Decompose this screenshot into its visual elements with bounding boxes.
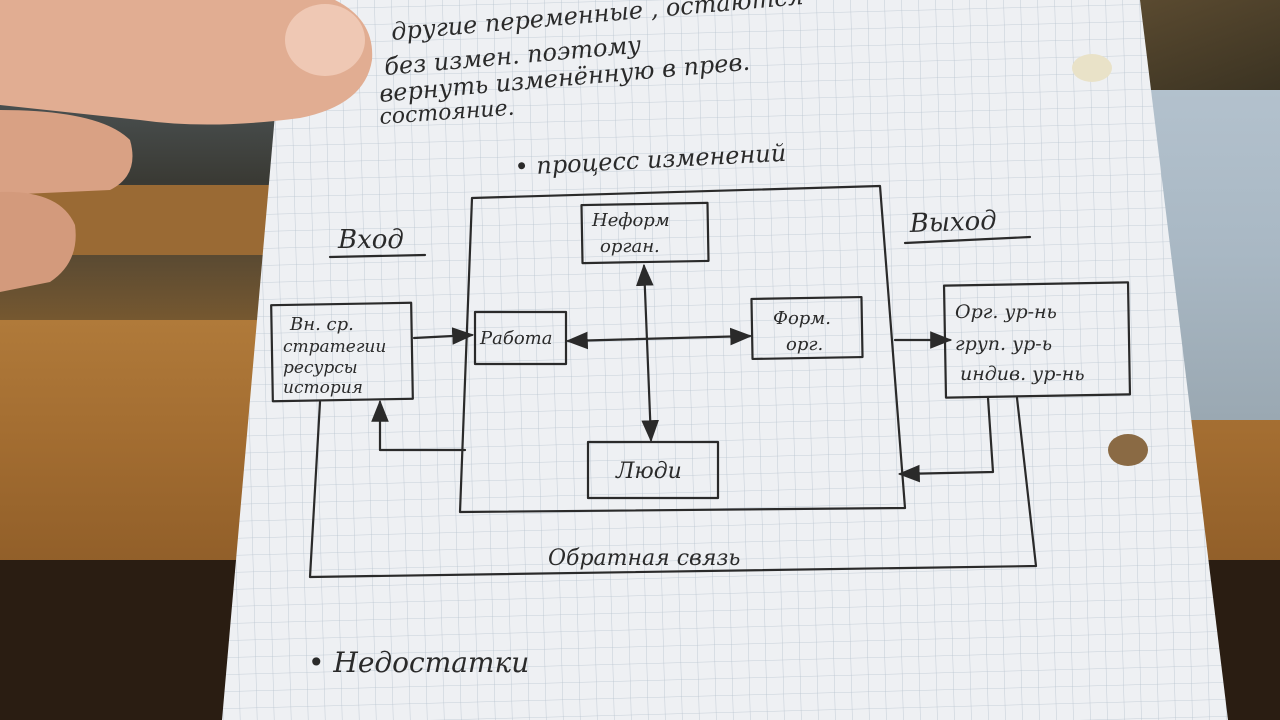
output-feedback-arrow bbox=[897, 396, 995, 483]
right-box-line-3: индив. ур-нь bbox=[960, 363, 1085, 385]
informal-people-arrow bbox=[636, 263, 659, 443]
bottom-heading: • Недостатки bbox=[308, 646, 529, 679]
left-box-line-4: история bbox=[283, 378, 363, 398]
right-box-line-1: Орг. ур-нь bbox=[955, 301, 1057, 323]
background-person-hair bbox=[1140, 0, 1280, 90]
left-box-line-3: ресурсы bbox=[283, 358, 358, 378]
output-label: Выход bbox=[908, 206, 997, 239]
input-underline bbox=[328, 253, 427, 259]
system-box bbox=[458, 184, 907, 514]
informal-line-1: Неформ bbox=[591, 210, 670, 231]
input-to-work-arrow bbox=[412, 327, 475, 345]
right-box-line-2: груп. ур-ь bbox=[955, 333, 1052, 355]
formal-line-1: Форм. bbox=[773, 308, 831, 329]
input-box bbox=[270, 301, 414, 403]
people-label: Люди bbox=[615, 459, 682, 484]
work-formal-arrow bbox=[565, 327, 753, 350]
feedback-inner-arrow bbox=[371, 399, 467, 452]
work-label: Работа bbox=[479, 328, 552, 349]
informal-line-2: орган. bbox=[600, 236, 660, 257]
input-label: Вход bbox=[337, 225, 404, 255]
feedback-label: Обратная связь bbox=[548, 546, 740, 571]
output-underline bbox=[903, 235, 1032, 245]
left-box-line-2: стратегии bbox=[283, 337, 386, 357]
left-box-line-1: Вн. ср. bbox=[289, 314, 354, 335]
formal-line-2: орг. bbox=[786, 334, 823, 355]
binder-hole-bottom bbox=[1108, 434, 1148, 466]
binder-hole-top bbox=[1072, 54, 1112, 82]
informal-org-box bbox=[580, 201, 710, 265]
feedback-loop bbox=[308, 396, 1038, 579]
paper-sheet bbox=[222, 0, 1228, 720]
